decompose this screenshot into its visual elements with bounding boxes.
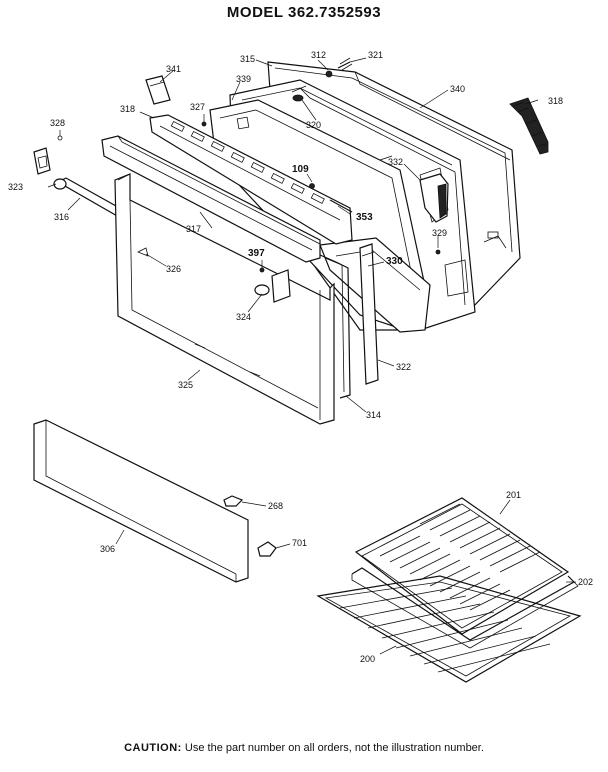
label-318-vent: 318	[120, 104, 135, 114]
label-326: 326	[166, 264, 181, 274]
part-318-vent-bar	[149, 114, 353, 245]
label-200: 200	[360, 654, 375, 664]
label-109: 109	[292, 164, 309, 175]
part-324-hinge	[254, 269, 291, 303]
label-701: 701	[292, 538, 307, 548]
callout-labels: 341 315 312 321 340 318 339 327 320 318 …	[8, 50, 593, 664]
label-353: 353	[356, 212, 373, 223]
label-306: 306	[100, 544, 115, 554]
caution-text: Use the part number on all orders, not t…	[184, 742, 484, 754]
label-320: 320	[306, 120, 321, 130]
label-330: 330	[386, 256, 403, 267]
part-318-gasket	[509, 97, 549, 155]
small-parts	[57, 57, 441, 273]
label-268: 268	[268, 501, 283, 511]
label-318-gasket: 318	[548, 96, 563, 106]
label-323: 323	[8, 182, 23, 192]
label-339: 339	[236, 74, 251, 84]
label-202: 202	[578, 577, 593, 587]
caution-label: CAUTION:	[124, 742, 182, 754]
part-322-panel	[359, 243, 379, 385]
label-321: 321	[368, 50, 383, 60]
label-317: 317	[186, 224, 201, 234]
label-201: 201	[506, 490, 521, 500]
part-268-clip	[223, 495, 244, 507]
label-312: 312	[311, 50, 326, 60]
part-201-broil-pan-insert	[354, 497, 570, 635]
part-314-inner-frame	[319, 254, 351, 399]
part-325-outer-frame	[114, 173, 335, 425]
caution-note: CAUTION: Use the part number on all orde…	[0, 742, 608, 754]
label-332: 332	[388, 157, 403, 167]
label-329: 329	[432, 228, 447, 238]
label-325: 325	[178, 380, 193, 390]
part-701-clip	[257, 541, 277, 557]
part-332-bracket	[419, 173, 449, 223]
part-341-bracket	[145, 75, 171, 105]
label-324: 324	[236, 312, 251, 322]
part-306-kick-panel	[33, 419, 249, 583]
leader-lines	[47, 57, 576, 655]
part-202-broil-pan	[351, 567, 579, 649]
part-330-panel	[319, 237, 431, 333]
label-397: 397	[248, 248, 265, 259]
label-328: 328	[50, 118, 65, 128]
label-322: 322	[396, 362, 411, 372]
label-340: 340	[450, 84, 465, 94]
part-317-handle-trim	[101, 135, 321, 263]
label-314: 314	[366, 410, 381, 420]
part-323-end-cap	[33, 147, 51, 175]
label-315: 315	[240, 54, 255, 64]
label-341: 341	[166, 64, 181, 74]
model-title: MODEL 362.7352593	[226, 4, 382, 21]
label-316: 316	[54, 212, 69, 222]
label-327: 327	[190, 102, 205, 112]
part-200-oven-rack	[316, 575, 582, 683]
